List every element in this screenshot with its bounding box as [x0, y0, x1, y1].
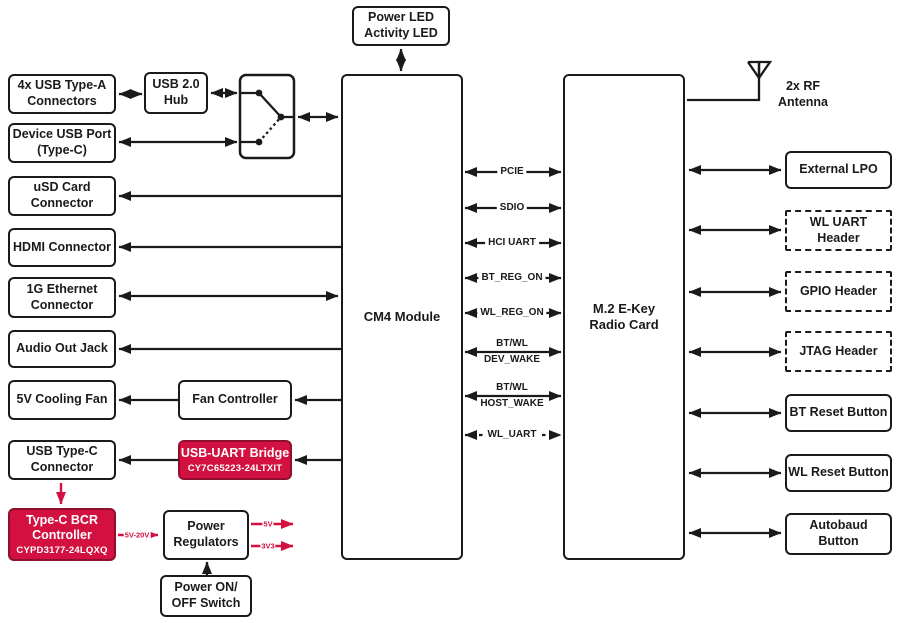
device-usb-port-label: Device USB Port (Type-C) — [12, 127, 112, 157]
usb-hub-label: USB 2.0 Hub — [152, 77, 200, 107]
cooling-fan-label: 5V Cooling Fan — [16, 392, 108, 407]
signal-bt-reg-on: BT_REG_ON — [478, 272, 546, 284]
audio-out-jack-label: Audio Out Jack — [16, 341, 108, 356]
power-led-box: Power LED Activity LED — [352, 6, 450, 46]
signal-hci-uart: HCI UART — [485, 237, 539, 249]
ethernet-connector-label: 1G Ethernet Connector — [26, 281, 98, 312]
audio-out-jack-box: Audio Out Jack — [8, 330, 116, 368]
usb-uart-bridge-title: USB-UART Bridge — [180, 445, 290, 460]
usb-mux-switch — [238, 73, 296, 160]
power-input-label: 5V-20V — [123, 530, 151, 540]
bt-reset-button-box: BT Reset Button — [785, 394, 892, 432]
power-5v-label: 5V — [262, 519, 274, 529]
usd-card-label: uSD Card Connector — [30, 180, 94, 210]
external-lpo-label: External LPO — [799, 162, 878, 177]
power-3v3-label: 3V3 — [260, 541, 276, 551]
device-usb-port-box: Device USB Port (Type-C) — [8, 123, 116, 163]
power-switch-box: Power ON/ OFF Switch — [160, 575, 252, 617]
signal-wl-reg-on: WL_REG_ON — [477, 307, 547, 319]
jtag-header-label: JTAG Header — [799, 343, 878, 358]
hdmi-connector-label: HDMI Connector — [13, 239, 111, 254]
antenna-icon — [687, 60, 773, 102]
typec-bcr-part-number: CYPD3177-24LQXQ — [16, 544, 108, 556]
signal-pcie: PCIE — [497, 166, 527, 178]
power-led-label: Power LED Activity LED — [364, 10, 438, 40]
power-regulators-box: Power Regulators — [163, 510, 249, 560]
usb-uart-bridge-part-number: CY7C65223-24LTXIT — [187, 462, 283, 474]
signal-wl-uart: WL_UART — [484, 429, 540, 441]
fan-controller-box: Fan Controller — [178, 380, 292, 420]
fan-controller-label: Fan Controller — [192, 392, 278, 407]
typec-bcr-box: Type-C BCR Controller CYPD3177-24LQXQ — [8, 508, 116, 561]
usbc-connector-label: USB Type-C Connector — [26, 444, 98, 474]
m2-radio-card-label: M.2 E-Key Radio Card — [589, 300, 659, 332]
typec-bcr-title: Type-C BCR Controller — [26, 512, 98, 543]
wl-reset-button-box: WL Reset Button — [785, 454, 892, 492]
wl-uart-header-label: WL UART Header — [809, 214, 868, 245]
bt-reset-button-label: BT Reset Button — [789, 405, 888, 420]
usb-typea-connectors-box: 4x USB Type-A Connectors — [8, 74, 116, 114]
cooling-fan-box: 5V Cooling Fan — [8, 380, 116, 420]
rf-antenna-label: 2x RF Antenna — [778, 79, 828, 110]
usbc-connector-box: USB Type-C Connector — [8, 440, 116, 480]
autobaud-button-box: Autobaud Button — [785, 513, 892, 555]
signal-btwl-dev-wake: BT/WL DEV_WAKE — [483, 338, 541, 365]
usd-card-box: uSD Card Connector — [8, 176, 116, 216]
power-regulators-label: Power Regulators — [173, 519, 239, 549]
signal-sdio: SDIO — [496, 202, 528, 214]
signal-btwl-host-wake: BT/WL HOST_WAKE — [480, 382, 544, 409]
wl-reset-button-label: WL Reset Button — [788, 465, 889, 480]
cm4-module-label: CM4 Module — [363, 308, 441, 324]
usb-uart-bridge-box: USB-UART Bridge CY7C65223-24LTXIT — [178, 440, 292, 480]
wl-uart-header-box: WL UART Header — [785, 210, 892, 251]
autobaud-button-label: Autobaud Button — [809, 518, 868, 548]
gpio-header-label: GPIO Header — [799, 283, 878, 298]
ethernet-connector-box: 1G Ethernet Connector — [8, 277, 116, 318]
power-switch-label: Power ON/ OFF Switch — [171, 580, 241, 610]
usb-hub-box: USB 2.0 Hub — [144, 72, 208, 114]
cm4-module-box: CM4 Module — [341, 74, 463, 560]
m2-radio-card-box: M.2 E-Key Radio Card — [563, 74, 685, 560]
jtag-header-box: JTAG Header — [785, 331, 892, 372]
usb-typea-label: 4x USB Type-A Connectors — [17, 78, 107, 108]
external-lpo-box: External LPO — [785, 151, 892, 189]
hdmi-connector-box: HDMI Connector — [8, 228, 116, 267]
gpio-header-box: GPIO Header — [785, 271, 892, 312]
